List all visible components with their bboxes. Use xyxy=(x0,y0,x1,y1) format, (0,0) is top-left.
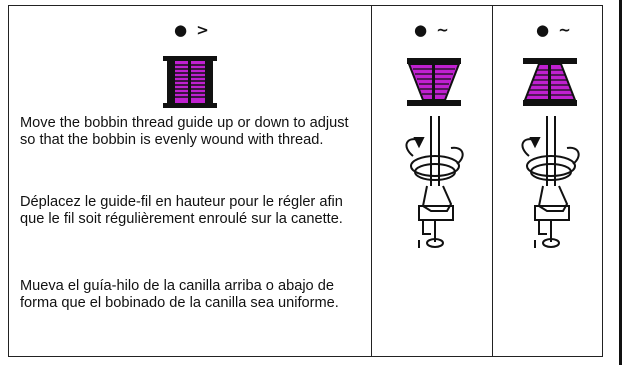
page-edge-mark xyxy=(619,0,622,365)
incorrect-mark-bottom-heavy: ● ~ xyxy=(536,21,573,39)
column-divider-1 xyxy=(371,6,372,356)
instruction-spanish: Mueva el guía-hilo de la canilla arriba … xyxy=(20,278,339,311)
bobbin-winder-spindle-icon xyxy=(521,116,580,248)
correct-mark: ● > xyxy=(174,21,211,39)
instruction-english: Move the bobbin thread guide up or down … xyxy=(20,115,349,148)
bobbin-winder-spindle-icon xyxy=(405,116,464,248)
instruction-french: Déplacez le guide-fil en hauteur pour le… xyxy=(20,194,343,227)
bobbin-uneven-bottom-icon xyxy=(523,58,577,106)
incorrect-mark-top-heavy: ● ~ xyxy=(414,21,451,39)
instruction-panel: ● > Move the bobbin thread guide up or d… xyxy=(8,5,603,357)
bobbin-even-icon xyxy=(163,56,217,108)
bobbin-uneven-top-icon xyxy=(407,58,461,106)
column-divider-2 xyxy=(492,6,493,356)
main-column: ● > Move the bobbin thread guide up or d… xyxy=(9,6,371,356)
